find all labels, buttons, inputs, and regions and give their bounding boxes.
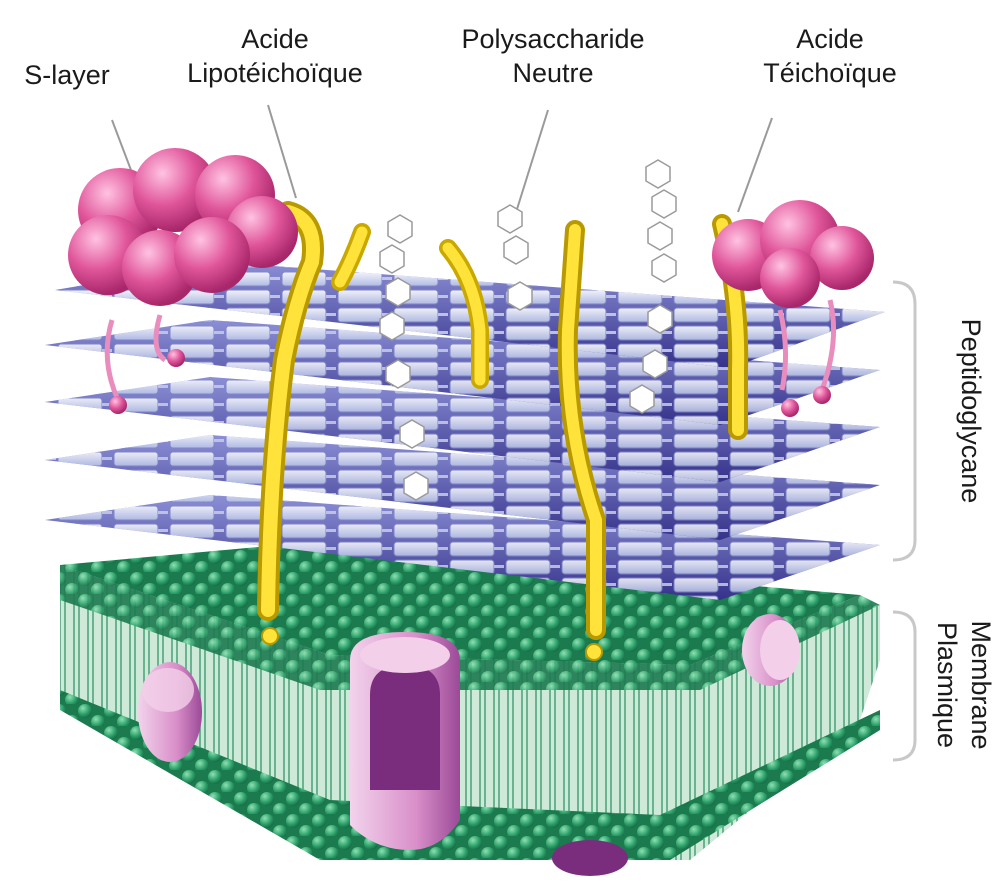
s-layer-text: S-layer bbox=[2, 58, 132, 92]
teichoic-line-2: Téichoïque bbox=[740, 56, 920, 90]
membrane-bracket bbox=[893, 612, 915, 760]
lipid-anchor bbox=[262, 628, 278, 644]
membrane-protein-left bbox=[138, 662, 202, 762]
membrane-line-1: Membrane bbox=[964, 610, 998, 760]
label-plasma-membrane: Membrane Plasmique bbox=[928, 610, 998, 760]
label-lipoteichoic-acid: Acide Lipotéichoïque bbox=[180, 22, 370, 90]
peptidoglycane-bracket bbox=[893, 282, 915, 560]
label-s-layer: S-layer bbox=[2, 58, 132, 92]
polysaccharide-line-2: Neutre bbox=[438, 56, 668, 90]
teichoic-line-1: Acide bbox=[740, 22, 920, 56]
polysaccharide-leader bbox=[513, 110, 548, 222]
label-teichoic-acid: Acide Téichoïque bbox=[740, 22, 920, 90]
label-neutral-polysaccharide: Polysaccharide Neutre bbox=[438, 22, 668, 90]
lipid-anchor bbox=[586, 644, 602, 660]
lipoteichoic-line-1: Acide bbox=[180, 22, 370, 56]
polysaccharide-line-1: Polysaccharide bbox=[438, 22, 668, 56]
teichoic-leader bbox=[738, 118, 772, 212]
peptidoglycane-text: Peptidoglycane bbox=[954, 301, 988, 521]
membrane-line-2: Plasmique bbox=[930, 610, 964, 760]
label-peptidoglycane: Peptidoglycane bbox=[952, 301, 988, 521]
peptidoglycan-layers bbox=[45, 262, 885, 600]
lipoteichoic-line-2: Lipotéichoïque bbox=[180, 56, 370, 90]
